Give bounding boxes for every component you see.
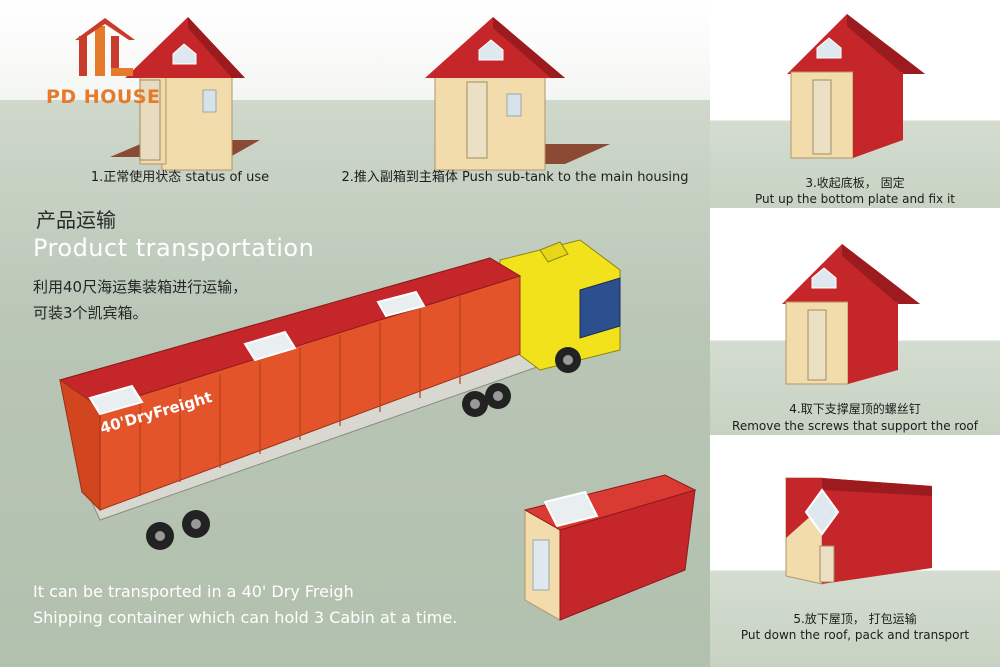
step3-caption-cn: 3.收起底板， 固定	[805, 176, 905, 190]
step1-caption: 1.正常使用状态 status of use	[90, 170, 270, 185]
pd-house-logo-icon	[75, 18, 135, 76]
bottom-text-line-2: Shipping container which can hold 3 Cabi…	[33, 608, 458, 627]
section-title-cn: 产品运输	[36, 208, 116, 232]
folded-cabin-illustration	[523, 474, 697, 621]
step2-house-illustration	[425, 17, 610, 171]
step5-folded-house-illustration	[785, 477, 932, 585]
bottom-text-line-1: It can be transported in a 40' Dry Freig…	[33, 582, 354, 601]
step3-house-illustration	[787, 14, 925, 159]
brand-name: PD HOUSE	[46, 86, 161, 108]
step5-caption-cn: 5.放下屋顶， 打包运输	[793, 612, 917, 626]
step5-caption-en: Put down the roof, pack and transport	[740, 628, 970, 642]
description-line-2: 可装3个凯宾箱。	[33, 304, 148, 322]
step4-house-illustration	[782, 244, 920, 385]
step4-caption-en: Remove the screws that support the roof	[732, 419, 978, 433]
description-line-1: 利用40尺海运集装箱进行运输，	[33, 278, 248, 296]
step1-house-illustration	[110, 17, 260, 171]
section-title-en: Product transportation	[33, 234, 315, 262]
truck-with-container-illustration	[58, 239, 621, 550]
step2-caption: 2.推入副箱到主箱体 Push sub-tank to the main hou…	[341, 170, 689, 185]
step3-caption-en: Put up the bottom plate and fix it	[754, 192, 956, 206]
step4-caption-cn: 4.取下支撑屋顶的螺丝钉	[789, 402, 921, 416]
